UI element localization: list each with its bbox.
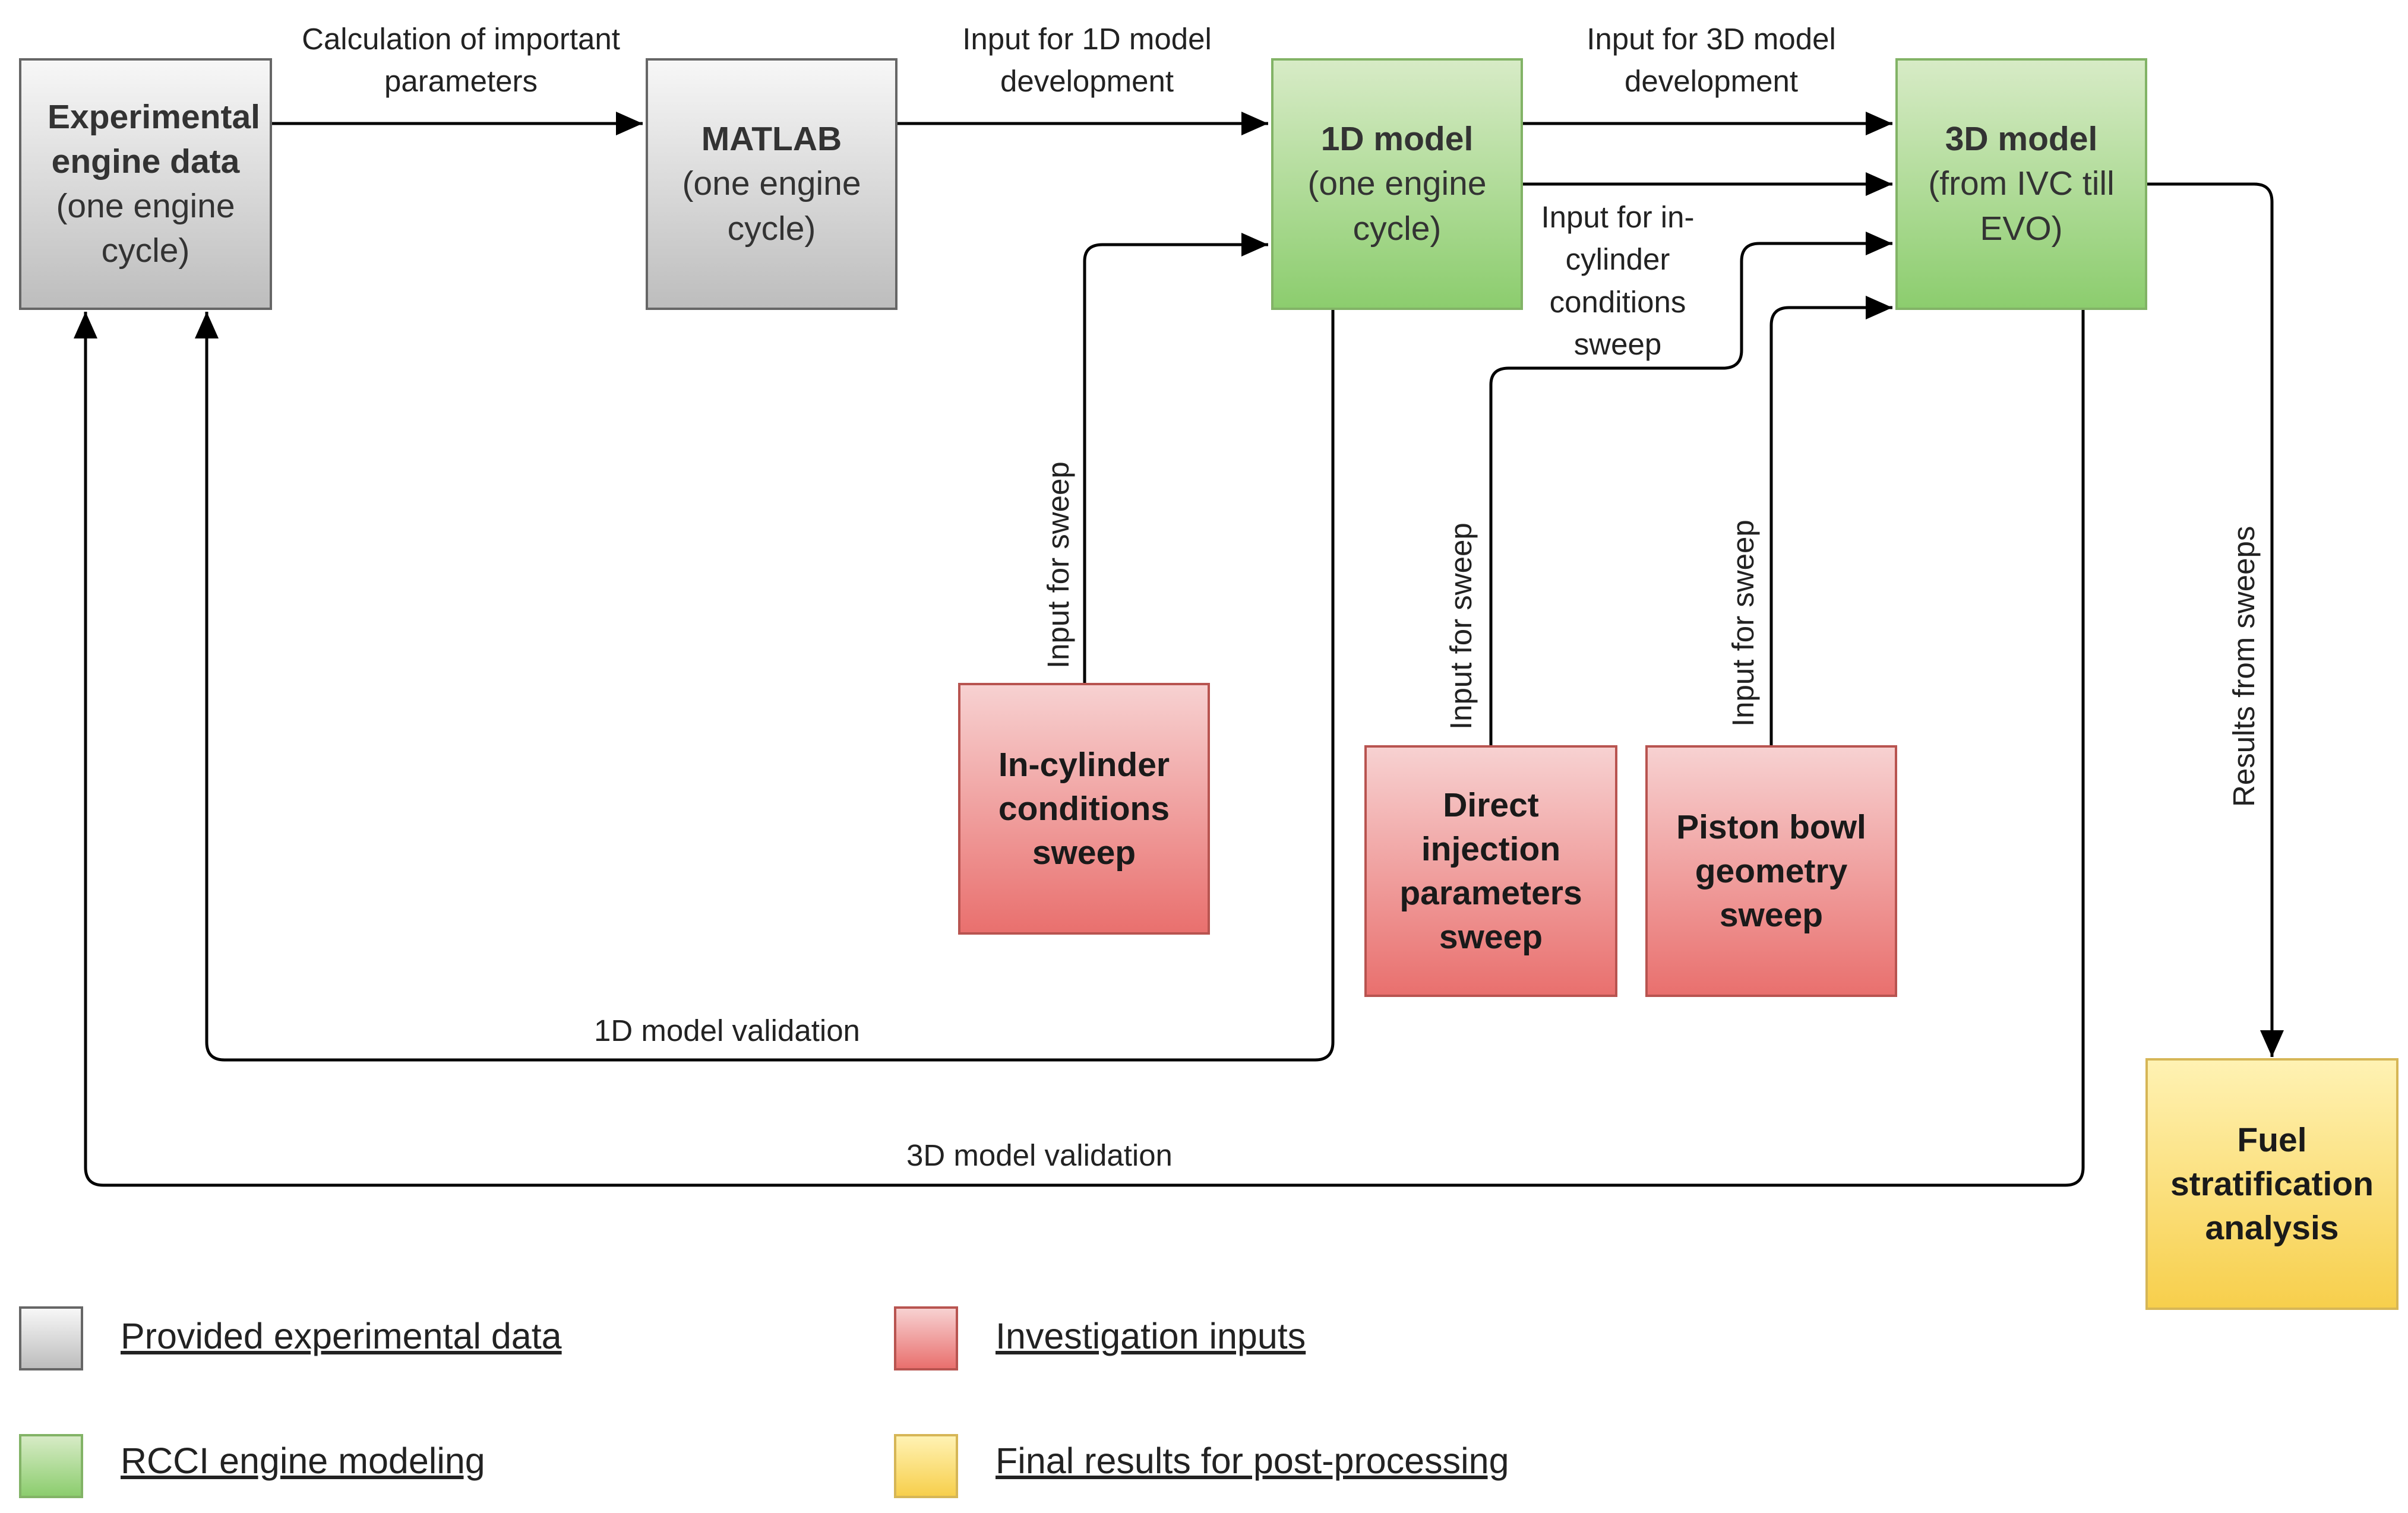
edge-label-results-from-sweeps: Results from sweeps — [2226, 522, 2261, 811]
legend-swatch-investigation — [894, 1306, 958, 1370]
matlab-box-subtitle: (one engine cycle) — [682, 164, 861, 248]
experimental-box-subtitle: (one engine cycle) — [56, 187, 235, 270]
legend-label-investigation: Investigation inputs — [996, 1316, 1306, 1356]
legend-swatch-modeling — [19, 1434, 83, 1498]
model-1d-box-title: 1D model — [1320, 120, 1474, 159]
edge-3d-to-fuel — [2147, 182, 2284, 1057]
fuel-stratification-box[interactable]: Fuel stratification analysis — [2145, 1058, 2398, 1310]
model-1d-box[interactable]: 1D model (one engine cycle) — [1271, 58, 1523, 310]
edge-label-in-cylinder-sweep: Input for in-cylinder conditions sweep — [1536, 196, 1699, 366]
legend-swatch-final — [894, 1434, 958, 1498]
edge-incylinder-to-1d — [1083, 233, 1268, 683]
edge-3d-validation — [74, 309, 2085, 1187]
legend-swatch-experimental — [19, 1306, 83, 1370]
edge-label-3d-validation: 3D model validation — [903, 1134, 1176, 1177]
piston-bowl-sweep-title: Piston bowl geometry sweep — [1676, 808, 1866, 935]
piston-bowl-sweep-box[interactable]: Piston bowl geometry sweep — [1645, 745, 1897, 997]
legend-label-experimental: Provided experimental data — [121, 1316, 562, 1356]
edge-label-sweep-piston-bowl: Input for sweep — [1726, 516, 1761, 730]
legend-label-modeling: RCCI engine modeling — [121, 1441, 485, 1481]
edge-1d-validation — [195, 309, 1335, 1062]
experimental-box-title: Experimental engine data — [48, 97, 260, 181]
model-3d-box-subtitle: (from IVC till EVO) — [1928, 164, 2115, 248]
legend-label-final: Final results for post-processing — [996, 1441, 1509, 1481]
edge-label-calculation: Calculation of important parameters — [298, 18, 624, 103]
edge-label-input-3d: Input for 3D model development — [1569, 18, 1854, 103]
edge-pistonbowl-to-3d — [1769, 296, 1892, 745]
model-3d-box[interactable]: 3D model (from IVC till EVO) — [1895, 58, 2147, 310]
in-cylinder-sweep-title: In-cylinder conditions sweep — [998, 745, 1170, 872]
matlab-box-title: MATLAB — [701, 120, 842, 159]
edge-label-sweep-in-cylinder: Input for sweep — [1041, 458, 1076, 672]
direct-injection-sweep-box[interactable]: Direct injection parameters sweep — [1364, 745, 1617, 997]
edge-label-sweep-direct-injection: Input for sweep — [1443, 519, 1478, 733]
edge-label-1d-validation: 1D model validation — [590, 1009, 864, 1052]
model-3d-box-title: 3D model — [1945, 120, 2098, 159]
model-1d-box-subtitle: (one engine cycle) — [1307, 164, 1487, 248]
experimental-engine-data-box[interactable]: Experimental engine data (one engine cyc… — [19, 58, 272, 310]
direct-injection-sweep-title: Direct injection parameters sweep — [1399, 786, 1582, 957]
in-cylinder-sweep-box[interactable]: In-cylinder conditions sweep — [958, 683, 1210, 935]
fuel-stratification-title: Fuel stratification analysis — [2170, 1120, 2374, 1248]
edge-directinjection-to-3d — [1489, 232, 1892, 745]
matlab-box[interactable]: MATLAB (one engine cycle) — [646, 58, 898, 310]
edge-label-input-1d: Input for 1D model development — [944, 18, 1230, 103]
